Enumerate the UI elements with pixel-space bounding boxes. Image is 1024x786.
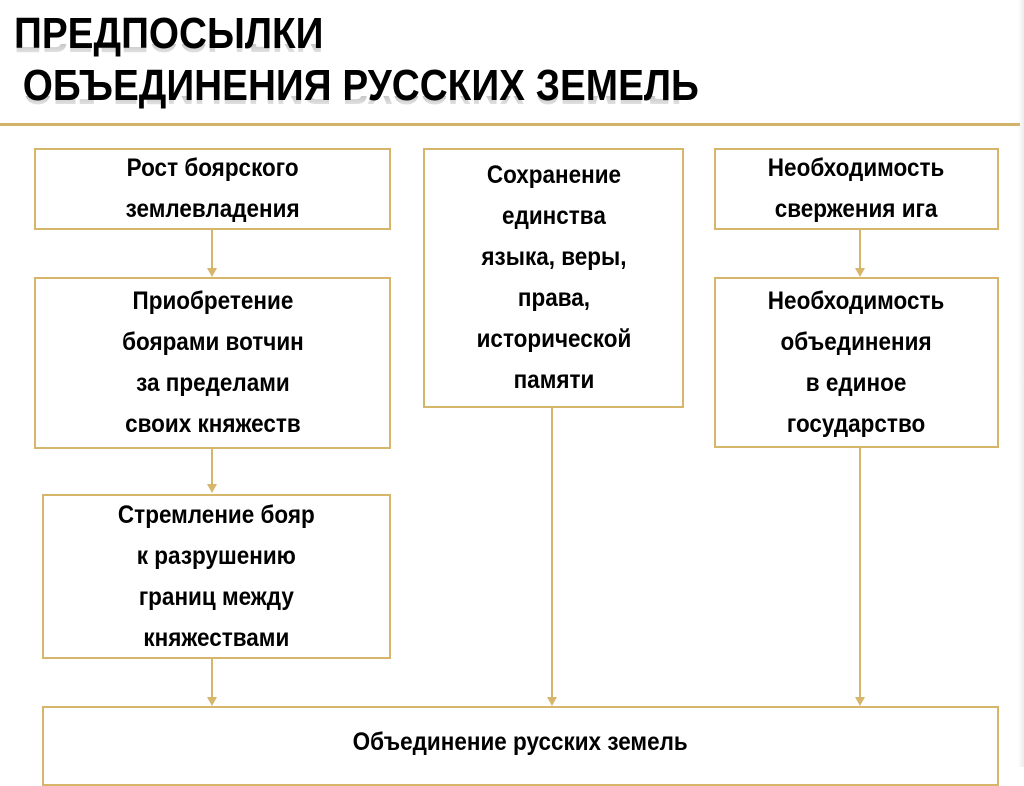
box-text: Стремление бояр к разрушению границ межд… xyxy=(118,500,315,652)
connector-line xyxy=(211,659,213,698)
box-text: Сохранение единства языка, веры, права, … xyxy=(476,161,631,394)
title-line-1-text: ПРЕДПОСЫЛКИ xyxy=(14,9,324,58)
box-boyar-landholding: Рост боярского землевладения xyxy=(34,148,391,230)
box-text: Необходимость объединения в единое госуд… xyxy=(768,286,945,438)
box-text: Рост боярского землевладения xyxy=(125,154,300,223)
arrow-down-icon xyxy=(547,697,557,706)
box-single-state: Необходимость объединения в единое госуд… xyxy=(714,277,999,448)
box-boyar-estates: Приобретение боярами вотчин за пределами… xyxy=(34,277,391,449)
box-text: Приобретение боярами вотчин за пределами… xyxy=(121,287,304,438)
page-title: ПРЕДПОСЫЛКИ ПРЕДПОСЫЛКИ ОБЪЕДИНЕНИЯ РУСС… xyxy=(14,8,699,113)
connector-line xyxy=(551,408,553,698)
connector-line xyxy=(859,230,861,269)
slide-edge xyxy=(1018,0,1024,767)
arrow-down-icon xyxy=(855,268,865,277)
arrow-down-icon xyxy=(855,697,865,706)
arrow-down-icon xyxy=(207,484,217,493)
connector-line xyxy=(211,449,213,485)
box-unity-preservation: Сохранение единства языка, веры, права, … xyxy=(423,148,684,408)
connector-line xyxy=(859,448,861,698)
box-unification: Объединение русских земель xyxy=(42,706,999,786)
title-divider xyxy=(0,123,1020,126)
title-line-2: ОБЪЕДИНЕНИЯ РУССКИХ ЗЕМЕЛЬ ОБЪЕДИНЕНИЯ Р… xyxy=(14,60,699,113)
title-line-1: ПРЕДПОСЫЛКИ ПРЕДПОСЫЛКИ xyxy=(14,8,699,61)
box-boyar-aspiration: Стремление бояр к разрушению границ межд… xyxy=(42,494,391,659)
arrow-down-icon xyxy=(207,268,217,277)
box-text: Необходимость свержения ига xyxy=(768,154,945,223)
connector-line xyxy=(211,230,213,269)
box-text: Объединение русских земель xyxy=(352,728,689,756)
title-line-2-text: ОБЪЕДИНЕНИЯ РУССКИХ ЗЕМЕЛЬ xyxy=(22,61,699,110)
arrow-down-icon xyxy=(207,697,217,706)
box-overthrow-yoke: Необходимость свержения ига xyxy=(714,148,999,230)
